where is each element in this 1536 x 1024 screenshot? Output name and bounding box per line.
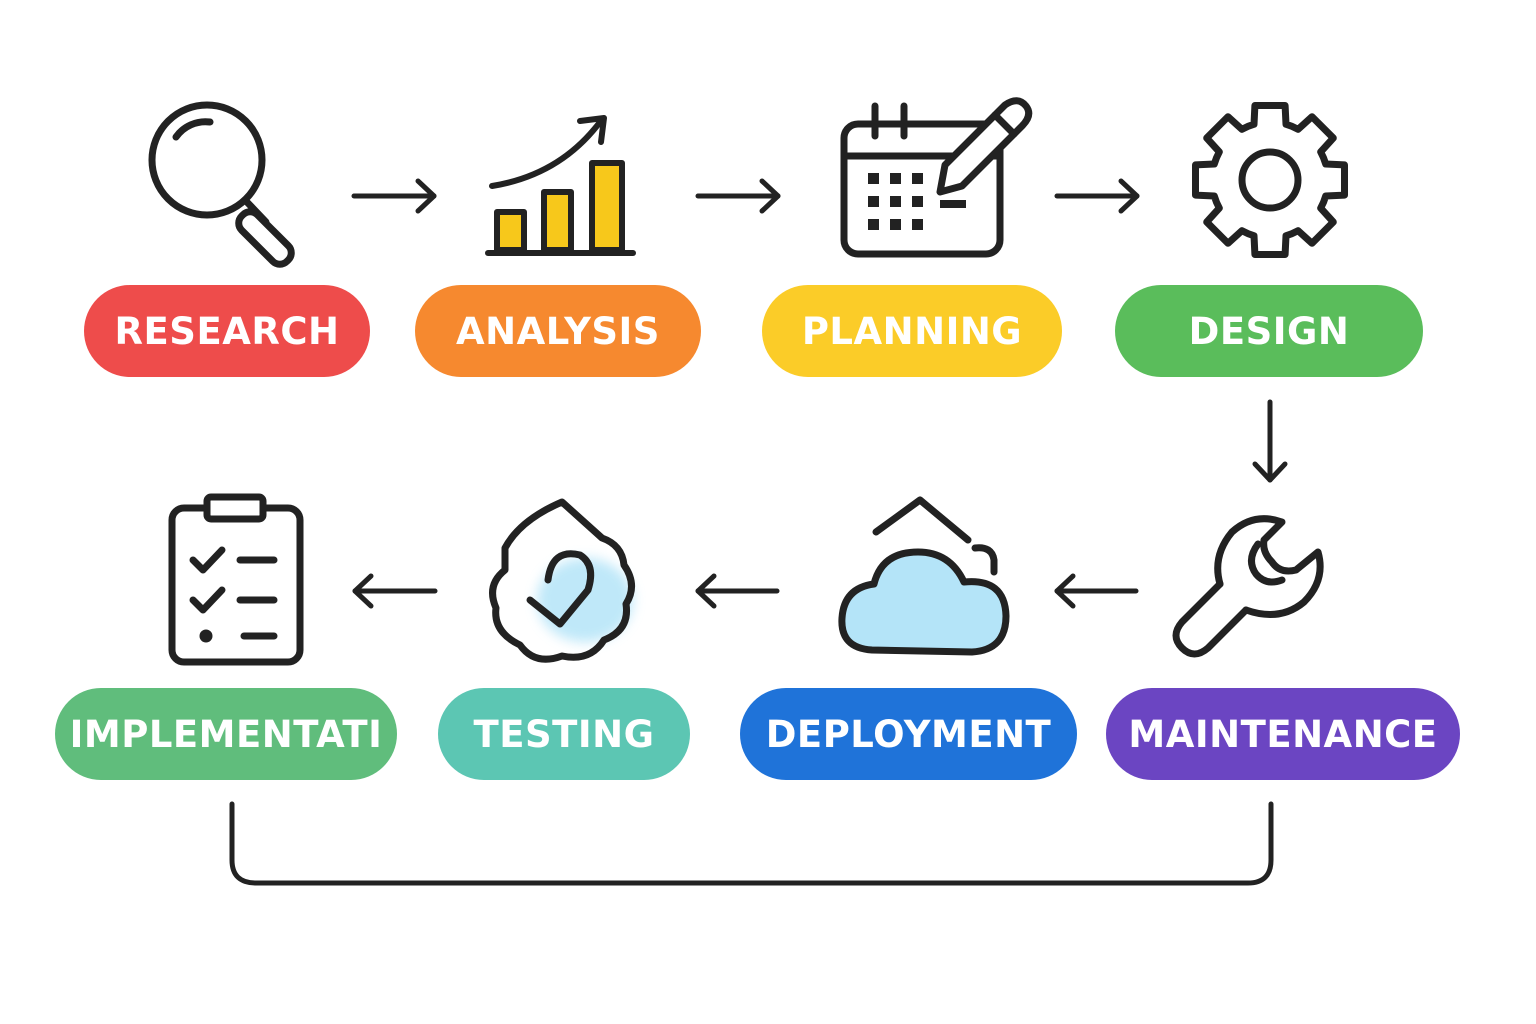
cloud-icon — [838, 496, 1010, 656]
arrow-left-icon — [1054, 573, 1139, 609]
calendar-pencil-icon — [840, 97, 1033, 258]
arrows-row-1 — [351, 178, 1140, 214]
magnifier-icon — [148, 101, 295, 268]
stage-planning: PLANNING — [762, 285, 1062, 377]
stage-analysis: ANALYSIS — [415, 285, 701, 377]
stage-research: RESEARCH — [84, 285, 370, 377]
clipboard-checklist-icon — [168, 493, 304, 666]
stage-testing: TESTING — [438, 688, 690, 780]
shield-check-icon — [489, 498, 635, 663]
arrows-row-2 — [352, 573, 1139, 609]
arrow-left-icon — [695, 573, 780, 609]
stage-design: DESIGN — [1115, 285, 1423, 377]
gear-icon — [1192, 102, 1348, 258]
arrow-down-icon — [1252, 399, 1288, 483]
stage-implementation: IMPLEMENTATI — [55, 688, 397, 780]
arrow-left-icon — [352, 573, 438, 609]
arrow-right-icon — [1054, 178, 1140, 214]
bar-chart-trend-icon — [485, 115, 636, 256]
feedback-loop-connector — [229, 801, 1274, 886]
stage-deployment: DEPLOYMENT — [740, 688, 1077, 780]
stage-maintenance: MAINTENANCE — [1106, 688, 1460, 780]
arrow-right-icon — [351, 178, 437, 214]
wrench-icon — [1172, 515, 1324, 658]
arrow-right-icon — [695, 178, 781, 214]
